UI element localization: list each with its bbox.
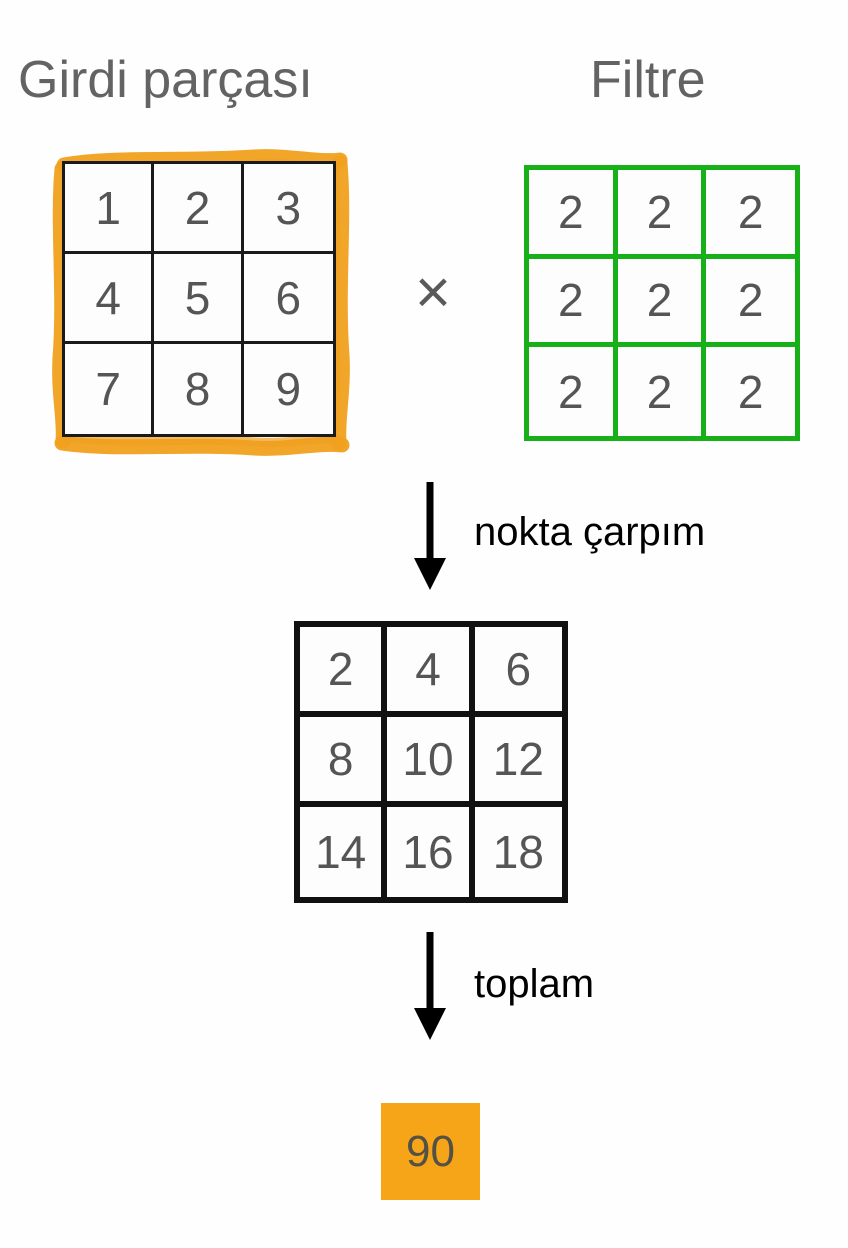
product-cell: 10 xyxy=(387,717,475,807)
result-value: 90 xyxy=(406,1126,455,1176)
product-cell: 2 xyxy=(300,627,388,717)
input-patch-grid: 1 2 3 4 5 6 7 8 9 xyxy=(62,161,336,437)
input-cell: 2 xyxy=(154,164,244,254)
input-patch-title: Girdi parçası xyxy=(18,51,313,109)
input-cell: 5 xyxy=(154,254,244,344)
input-cell: 3 xyxy=(243,164,333,254)
input-cell: 7 xyxy=(65,344,155,434)
filter-grid: 2 2 2 2 2 2 2 2 2 xyxy=(524,165,800,441)
input-cell: 9 xyxy=(243,344,333,434)
sum-arrow-icon xyxy=(406,930,454,1042)
product-cell: 6 xyxy=(474,627,562,717)
down-arrow-icon xyxy=(414,932,446,1040)
input-cell: 1 xyxy=(65,164,155,254)
product-cell: 18 xyxy=(474,807,562,897)
filter-cell: 2 xyxy=(529,258,618,348)
product-cell: 12 xyxy=(474,717,562,807)
filter-cell: 2 xyxy=(529,347,618,436)
product-cell: 8 xyxy=(300,717,388,807)
dot-product-label: nokta çarpım xyxy=(474,510,706,554)
filter-cell: 2 xyxy=(617,258,707,348)
input-cell: 8 xyxy=(154,344,244,434)
filter-cell: 2 xyxy=(529,170,618,259)
filter-cell: 2 xyxy=(617,170,707,259)
multiply-operator-icon: × xyxy=(414,258,452,327)
filter-cell: 2 xyxy=(706,347,795,436)
product-cell: 14 xyxy=(300,807,388,897)
filter-cell: 2 xyxy=(706,170,795,259)
input-cell: 4 xyxy=(65,254,155,344)
filter-title: Filtre xyxy=(590,51,706,109)
filter-cell: 2 xyxy=(617,347,707,436)
input-cell: 6 xyxy=(243,254,333,344)
elementwise-product-grid: 2 4 6 8 10 12 14 16 18 xyxy=(294,621,568,903)
dot-product-arrow-icon xyxy=(406,480,454,592)
filter-cell: 2 xyxy=(706,258,795,348)
product-cell: 4 xyxy=(387,627,475,717)
sum-label: toplam xyxy=(474,962,595,1006)
product-cell: 16 xyxy=(387,807,475,897)
result-box: 90 xyxy=(381,1103,480,1200)
down-arrow-icon xyxy=(414,482,446,590)
